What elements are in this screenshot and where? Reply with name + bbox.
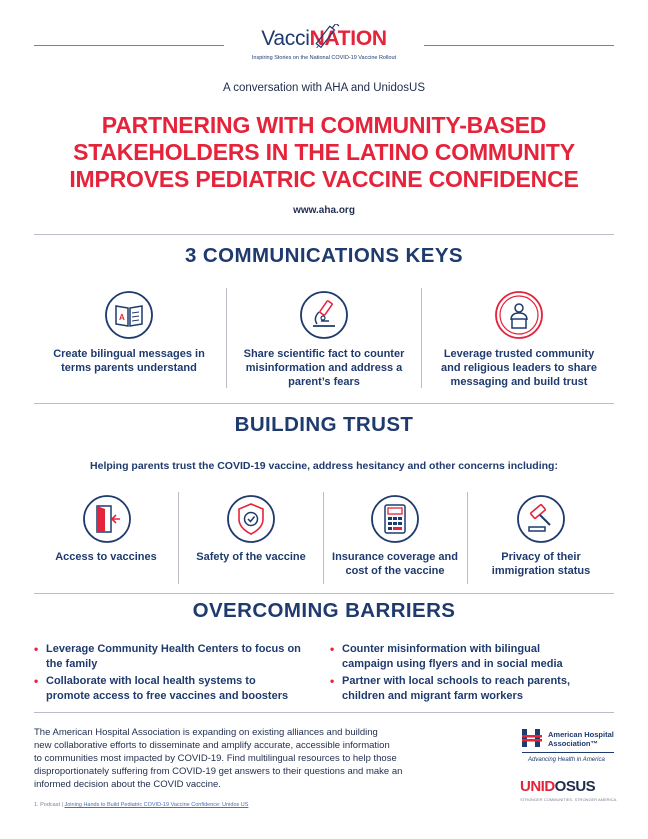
aha-rule <box>522 752 614 753</box>
aha-name: American Hospital Association™ <box>548 730 614 748</box>
unidosus-wordmark: UNIDOSUS <box>520 778 620 796</box>
header-rule-left <box>34 45 224 46</box>
bilingual-book-icon: A <box>105 291 153 339</box>
syringe-icon <box>314 24 340 48</box>
logo-tagline: Inspiring Stories on the National COVID-… <box>251 55 397 61</box>
divider <box>34 712 614 713</box>
aha-tagline: Advancing Health in America <box>528 757 605 763</box>
column-divider <box>467 492 468 584</box>
section-heading-barriers: OVERCOMING BARRIERS <box>192 599 456 622</box>
list-item: Counter misinformation with bilingual cam… <box>330 642 620 671</box>
key-caption: Leverage trusted community and religious… <box>424 347 614 389</box>
footnote: 1. Podcast | Joining Hands to Build Pedi… <box>34 802 248 808</box>
column-divider <box>178 492 179 584</box>
aha-name-line: Association™ <box>548 739 599 748</box>
website-link[interactable]: www.aha.org <box>293 205 355 216</box>
shield-check-icon <box>227 495 275 543</box>
caption-line: Leverage trusted community <box>443 348 595 360</box>
key-caption: Share scientific fact to counter misinfo… <box>228 347 420 389</box>
logo-text-vacci: Vacci <box>261 27 310 50</box>
item-line: campaign using flyers and in social medi… <box>342 657 563 670</box>
list-item: Partner with local schools to reach pare… <box>330 674 620 703</box>
podcast-link[interactable]: Joining Hands to Build Pediatric COVID-1… <box>64 802 249 808</box>
column-divider <box>226 288 227 388</box>
gavel-icon <box>517 495 565 543</box>
list-item: Leverage Community Health Centers to foc… <box>34 642 334 671</box>
item-line: the family <box>46 657 98 670</box>
conversation-line: A conversation with AHA and UnidosUS <box>222 82 425 94</box>
caption-line: and religious leaders to share <box>441 362 597 374</box>
svg-text:A: A <box>119 313 125 322</box>
divider <box>34 593 614 594</box>
trust-caption: Privacy of their immigration status <box>468 550 614 578</box>
footer-paragraph: The American Hospital Association is exp… <box>34 726 444 791</box>
footer-line: new collaborative efforts to disseminate… <box>34 740 390 751</box>
aha-h-icon <box>522 729 542 747</box>
footer-line: informed decision about the COVID vaccin… <box>34 779 221 790</box>
section-heading-keys: 3 COMMUNICATIONS KEYS <box>185 244 463 267</box>
section-heading-trust: BUILDING TRUST <box>234 413 414 436</box>
caption-line: terms parents understand <box>61 362 197 374</box>
title-line-2: STAKEHOLDERS IN THE LATINO COMMUNITY <box>73 139 575 165</box>
page-title: PARTNERING WITH COMMUNITY-BASED STAKEHOL… <box>20 112 628 193</box>
footer-line: to communities most impacted by COVID-19… <box>34 753 397 764</box>
title-line-1: PARTNERING WITH COMMUNITY-BASED <box>101 112 547 138</box>
logo-text-nation: NATION <box>309 27 387 50</box>
footer-line: The American Hospital Association is exp… <box>34 727 378 738</box>
list-item: Collaborate with local health systems to… <box>34 674 334 703</box>
item-line: children and migrant farm workers <box>342 689 523 702</box>
header: VacciNATION Inspiring Stories on the Nat… <box>0 24 648 76</box>
caption-line: Access to vaccines <box>55 551 157 563</box>
barriers-list-left: Leverage Community Health Centers to foc… <box>34 642 334 706</box>
vaccination-logo: VacciNATION Inspiring Stories on the Nat… <box>238 24 410 61</box>
aha-name-line: American Hospital <box>548 730 614 739</box>
caption-line: Share scientific fact to counter <box>243 348 405 360</box>
caption-line: Safety of the vaccine <box>196 551 306 563</box>
trust-caption: Insurance coverage and cost of the vacci… <box>324 550 466 578</box>
microscope-icon <box>300 291 348 339</box>
key-caption: Create bilingual messages in terms paren… <box>34 347 224 375</box>
divider <box>34 234 614 235</box>
speaker-podium-icon <box>495 291 543 339</box>
divider <box>34 403 614 404</box>
trust-caption: Safety of the vaccine <box>180 550 322 564</box>
title-line-3: IMPROVES PEDIATRIC VACCINE CONFIDENCE <box>69 166 579 192</box>
door-entry-icon <box>83 495 131 543</box>
caption-line: misinformation and address a <box>245 362 403 374</box>
caption-line: Privacy of their <box>501 551 581 563</box>
caption-line: cost of the vaccine <box>345 565 445 577</box>
trust-intro: Helping parents trust the COVID-19 vacci… <box>90 460 558 472</box>
caption-line: Insurance coverage and <box>332 551 458 563</box>
item-line: Counter misinformation with bilingual <box>342 643 540 655</box>
item-line: promote access to free vaccines and boos… <box>46 689 289 702</box>
caption-line: immigration status <box>491 565 591 577</box>
logo-wordmark: VacciNATION <box>238 26 410 52</box>
footnote-prefix: 1. Podcast | <box>34 802 65 808</box>
item-line: Collaborate with local health systems to <box>46 675 256 687</box>
header-rule-right <box>424 45 614 46</box>
footer-line: disproportionately suffering from COVID-… <box>34 766 403 777</box>
item-line: Partner with local schools to reach pare… <box>342 675 571 687</box>
column-divider <box>323 492 324 584</box>
unidosus-logo: UNIDOSUS STRONGER COMMUNITIES. STRONGER … <box>520 778 620 802</box>
caption-line: parent’s fears <box>288 376 360 388</box>
unidosus-tagline: STRONGER COMMUNITIES. STRONGER AMERICA. <box>520 797 618 802</box>
calculator-icon <box>371 495 419 543</box>
caption-line: Create bilingual messages in <box>53 348 205 360</box>
unidosus-part-b: OSUS <box>554 778 596 795</box>
column-divider <box>421 288 422 388</box>
item-line: Leverage Community Health Centers to foc… <box>46 643 301 655</box>
caption-line: messaging and build trust <box>450 376 588 388</box>
unidosus-part-a: UNID <box>520 778 555 795</box>
barriers-list-right: Counter misinformation with bilingual cam… <box>330 642 620 706</box>
trust-caption: Access to vaccines <box>34 550 178 564</box>
